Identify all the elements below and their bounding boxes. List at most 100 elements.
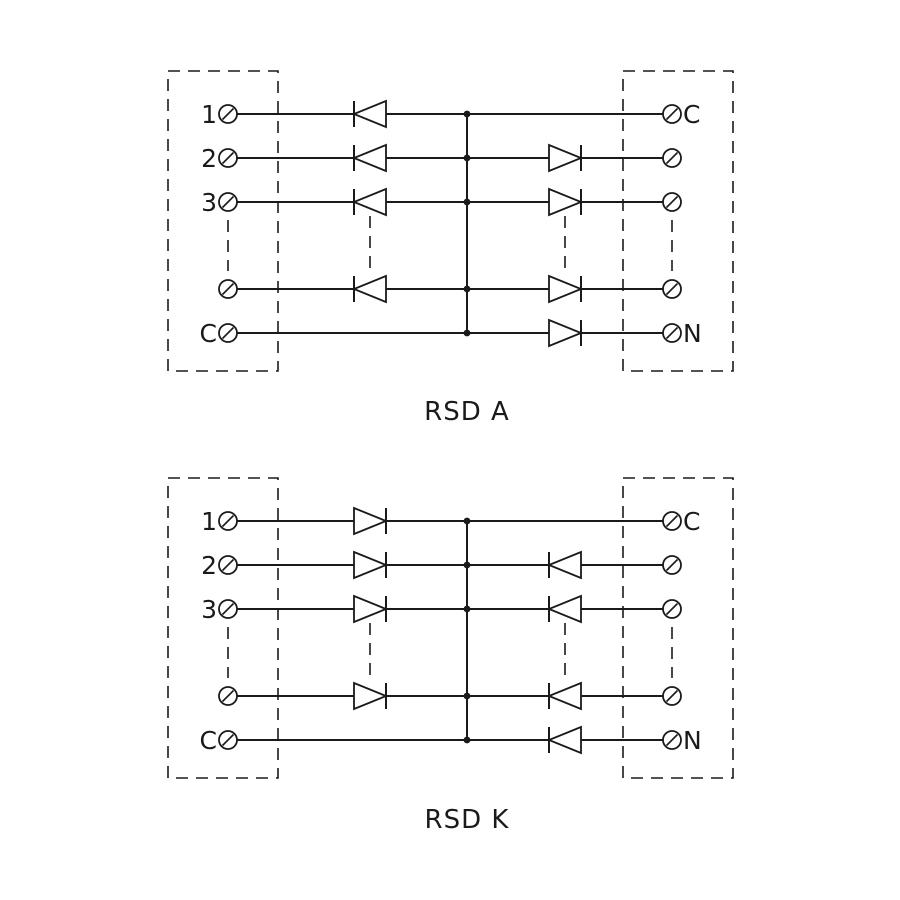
left-terminal bbox=[218, 323, 238, 343]
left-connector-box bbox=[167, 477, 279, 779]
diode-icon bbox=[548, 143, 584, 173]
diode-icon bbox=[546, 550, 582, 580]
diagram-caption: RSD A bbox=[424, 397, 510, 427]
left-terminal bbox=[218, 192, 238, 212]
diagram-caption: RSD K bbox=[425, 805, 510, 835]
terminal-slot bbox=[221, 514, 235, 528]
circuit-row: 3 bbox=[201, 187, 682, 217]
right-terminal bbox=[662, 192, 682, 212]
right-terminal bbox=[662, 599, 682, 619]
junction-dot-icon bbox=[463, 110, 471, 118]
terminal-slot bbox=[221, 689, 235, 703]
junction-dot-icon bbox=[463, 329, 471, 337]
terminal-slot bbox=[665, 326, 679, 340]
diode-icon bbox=[548, 318, 584, 348]
right-terminal bbox=[662, 279, 682, 299]
terminal-slot bbox=[665, 689, 679, 703]
terminal-slot bbox=[665, 514, 679, 528]
left-terminal bbox=[218, 279, 238, 299]
left-terminal-label: 1 bbox=[201, 100, 217, 129]
junction-dot-icon bbox=[463, 198, 471, 206]
diode-icon bbox=[546, 725, 582, 755]
terminal-slot bbox=[221, 326, 235, 340]
left-diode bbox=[353, 594, 389, 624]
terminal-slot bbox=[221, 195, 235, 209]
junction-dot-icon bbox=[463, 561, 471, 569]
terminal-slot bbox=[221, 602, 235, 616]
left-terminal-label: 3 bbox=[201, 595, 217, 624]
right-terminal bbox=[662, 148, 682, 168]
diode-icon bbox=[353, 594, 389, 624]
left-terminal bbox=[218, 686, 238, 706]
left-connector-box bbox=[167, 70, 279, 372]
junction-dot-icon bbox=[463, 605, 471, 613]
right-diode bbox=[546, 550, 582, 580]
circuit-row: 2 bbox=[201, 550, 682, 580]
right-connector-box bbox=[622, 477, 734, 779]
diode-icon bbox=[353, 506, 389, 536]
junction-dot-icon bbox=[463, 736, 471, 744]
left-terminal-label: C bbox=[200, 726, 217, 755]
diode-icon bbox=[353, 550, 389, 580]
circuit-row bbox=[218, 681, 682, 711]
right-diode bbox=[548, 318, 584, 348]
diode-icon bbox=[548, 274, 584, 304]
left-diode bbox=[353, 506, 389, 536]
left-diode bbox=[351, 99, 387, 129]
terminal-slot bbox=[221, 151, 235, 165]
terminal-slot bbox=[221, 733, 235, 747]
right-terminal bbox=[662, 511, 682, 531]
junction-dot-icon bbox=[463, 285, 471, 293]
diode-icon bbox=[546, 594, 582, 624]
right-connector-box bbox=[622, 70, 734, 372]
diode-icon bbox=[351, 143, 387, 173]
left-terminal bbox=[218, 730, 238, 750]
right-terminal-label: C bbox=[683, 100, 700, 129]
right-diode bbox=[546, 725, 582, 755]
right-terminal-label: N bbox=[683, 726, 702, 755]
terminal-slot bbox=[665, 195, 679, 209]
terminal-slot bbox=[221, 282, 235, 296]
terminal-slot bbox=[665, 733, 679, 747]
left-terminal bbox=[218, 555, 238, 575]
diode-icon bbox=[548, 187, 584, 217]
right-terminal bbox=[662, 323, 682, 343]
diode-icon bbox=[351, 99, 387, 129]
diode-icon bbox=[351, 187, 387, 217]
right-diode bbox=[546, 594, 582, 624]
terminal-slot bbox=[665, 282, 679, 296]
junction-dot-icon bbox=[463, 154, 471, 162]
terminal-slot bbox=[221, 558, 235, 572]
junction-dot-icon bbox=[463, 517, 471, 525]
right-terminal-label: N bbox=[683, 319, 702, 348]
right-terminal bbox=[662, 730, 682, 750]
left-terminal-label: 3 bbox=[201, 188, 217, 217]
left-terminal-label: C bbox=[200, 319, 217, 348]
left-terminal-label: 2 bbox=[201, 551, 217, 580]
terminal-slot bbox=[665, 151, 679, 165]
junction-dot-icon bbox=[463, 692, 471, 700]
terminal-slot bbox=[665, 558, 679, 572]
circuit-row: 3 bbox=[201, 594, 682, 624]
left-diode bbox=[351, 274, 387, 304]
diode-icon bbox=[546, 681, 582, 711]
diode-icon bbox=[351, 274, 387, 304]
right-diode bbox=[546, 681, 582, 711]
right-terminal bbox=[662, 686, 682, 706]
right-terminal bbox=[662, 104, 682, 124]
right-terminal bbox=[662, 555, 682, 575]
left-terminal-label: 2 bbox=[201, 144, 217, 173]
right-diode bbox=[548, 187, 584, 217]
right-diode bbox=[548, 143, 584, 173]
terminal-slot bbox=[665, 107, 679, 121]
left-terminal bbox=[218, 148, 238, 168]
right-terminal-label: C bbox=[683, 507, 700, 536]
terminal-slot bbox=[221, 107, 235, 121]
left-diode bbox=[351, 143, 387, 173]
